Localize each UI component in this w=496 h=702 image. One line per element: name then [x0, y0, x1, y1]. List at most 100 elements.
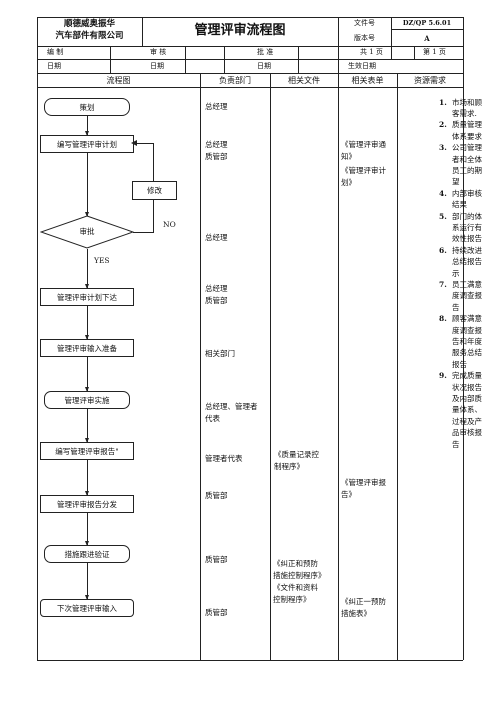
resource-item-number: 5. — [439, 211, 447, 221]
related-form-line: 知》 — [341, 152, 356, 161]
flow-arrowhead — [131, 140, 137, 146]
resource-item-line: 员工满意 — [452, 280, 482, 289]
flow-arrow — [85, 249, 89, 289]
resource-item: 3.公司管理者和全体员工的期望 — [439, 142, 496, 188]
editor-label: 编 制 — [47, 48, 64, 56]
related-form-line: 措施表》 — [341, 609, 371, 618]
page-number-label: 第 1 页 — [423, 48, 446, 56]
resource-item: 8.顾客满意度调查报告和年度服务总结报告 — [439, 313, 496, 370]
flow-arrow — [85, 459, 89, 496]
company-name-line2: 汽车部件有限公司 — [55, 31, 124, 41]
dept-cell: 质管部 — [205, 555, 228, 564]
flow-arrow — [85, 512, 89, 546]
column-header-flow: 流程图 — [106, 76, 131, 85]
column-header-resources: 资源需求 — [414, 76, 446, 85]
resource-item-line: 公司管理 — [452, 143, 482, 153]
resource-item-number: 6. — [439, 245, 447, 255]
resource-item-line: 度调查报 — [452, 291, 482, 301]
resource-item-line: 质量管理 — [452, 120, 482, 130]
resource-item: 5.部门的体系运行有效性报告 — [439, 211, 496, 245]
dept-cell: 总经理 — [205, 102, 228, 111]
dept-cell: 质管部 — [205, 608, 228, 617]
resource-item-line: 示 — [452, 268, 460, 278]
resource-item: 7.员工满意度调查报告 — [439, 279, 496, 313]
related-form-line: 划》 — [341, 178, 356, 187]
resource-item-line: 报告 — [452, 359, 467, 369]
related-doc-line: 《纠正和预防 — [273, 559, 318, 568]
date-label-reviewer: 日期 — [150, 62, 164, 70]
dept-cell: 总经理 — [205, 233, 228, 242]
company-name-line1: 顺德威奥振华 — [63, 19, 115, 29]
flow-step-plan-issue: 管理评审计划下达 — [40, 288, 134, 306]
dept-cell: 总经理、管理者 — [205, 402, 258, 411]
resource-item-line: 及内部质 — [452, 394, 482, 404]
resource-item-line: 结果 — [452, 200, 467, 210]
related-doc-line: 制程序》 — [274, 462, 304, 471]
dept-cell: 相关部门 — [205, 349, 235, 358]
flow-arrow — [85, 356, 89, 392]
flow-step-write-report: 编写管理评审报告" — [40, 442, 134, 460]
resource-item-number: 8. — [439, 314, 447, 324]
flow-start-plan: 策划 — [44, 98, 130, 116]
flow-arrow — [85, 305, 89, 340]
resource-item-line: 告 — [452, 439, 460, 449]
resource-item-line: 状况报告 — [452, 382, 482, 392]
resource-item-number: 2. — [439, 120, 447, 130]
flow-step-next-input: 下次管理评审输入 — [40, 599, 134, 617]
resource-item-line: 市场和顾 — [452, 97, 482, 107]
page-title: 管理评审流程图 — [194, 23, 286, 38]
flow-step-implement: 管理评审实施 — [44, 391, 130, 409]
resource-item-line: 部门的体 — [452, 211, 482, 221]
related-doc-line: 措施控制程序》 — [273, 571, 326, 580]
flow-no-line — [133, 232, 154, 233]
dept-cell: 总经理 — [205, 140, 228, 149]
resource-item: 9.完成质量状况报告及内部质量体系、过程及产品审核报告 — [439, 370, 496, 450]
flow-step-report-distribute: 管理评审报告分发 — [40, 495, 134, 513]
approver-label: 批 准 — [257, 48, 274, 56]
flow-loop-line — [153, 143, 154, 181]
resource-item-line: 量体系、 — [452, 405, 482, 415]
resource-item-line: 服务总结 — [452, 348, 482, 358]
resource-item-line: 度调查报 — [452, 325, 482, 335]
resource-item-line: 持续改进 — [452, 245, 482, 255]
dept-cell: 质管部 — [205, 491, 228, 500]
flow-no-line — [153, 198, 154, 232]
resource-item-line: 过程及产 — [452, 416, 482, 426]
related-doc-line: 《文件和资料 — [273, 583, 318, 592]
resource-item-line: 客需求. — [452, 108, 477, 118]
flow-arrow — [85, 408, 89, 443]
resource-item-line: 告和年度 — [452, 337, 482, 347]
resource-item-line: 望 — [452, 177, 460, 187]
dept-cell: 总经理 — [205, 284, 228, 293]
resource-item-number: 4. — [439, 188, 447, 198]
flow-loop-line — [133, 143, 153, 144]
resource-item-number: 3. — [439, 143, 447, 153]
resource-item-line: 总结报告 — [452, 257, 482, 267]
date-label-approver: 日期 — [257, 62, 271, 70]
resource-item-line: 体系要求 — [452, 131, 482, 141]
resource-item-line: 内部审核 — [452, 188, 482, 198]
resource-item-line: 员工的期 — [452, 165, 482, 175]
doc-no-label: 文件号 — [354, 19, 375, 27]
column-header-dept: 负责部门 — [219, 76, 251, 85]
related-doc-line: 控制程序》 — [273, 595, 311, 604]
resource-item-line: 告 — [452, 302, 460, 312]
version-label: 版本号 — [354, 34, 375, 42]
flow-decision-approve-label: 审批 — [79, 227, 95, 236]
flow-step-follow-up: 措施跟进验证 — [44, 545, 130, 563]
related-form-line: 《管理评审通 — [341, 140, 386, 149]
effective-date-label: 生效日期 — [348, 62, 376, 70]
resource-item: 4. 内部审核结果 — [439, 188, 496, 211]
resource-item: 2. 质量管理体系要求 — [439, 119, 496, 142]
related-form-line: 《纠正一预防 — [341, 597, 386, 606]
flow-arrow — [85, 115, 89, 136]
related-form-line: 《管理评审报 — [341, 478, 386, 487]
column-header-forms: 相关表单 — [351, 76, 384, 85]
dept-cell: 代表 — [205, 414, 220, 423]
reviewer-label: 审 核 — [150, 48, 167, 56]
total-pages-label: 共 1 页 — [360, 48, 383, 56]
resource-item-line: 品审核报 — [452, 428, 482, 438]
flow-step-input-prep: 管理评审输入准备 — [40, 339, 134, 357]
resource-item: 1.市场和顾客需求. — [439, 97, 496, 120]
